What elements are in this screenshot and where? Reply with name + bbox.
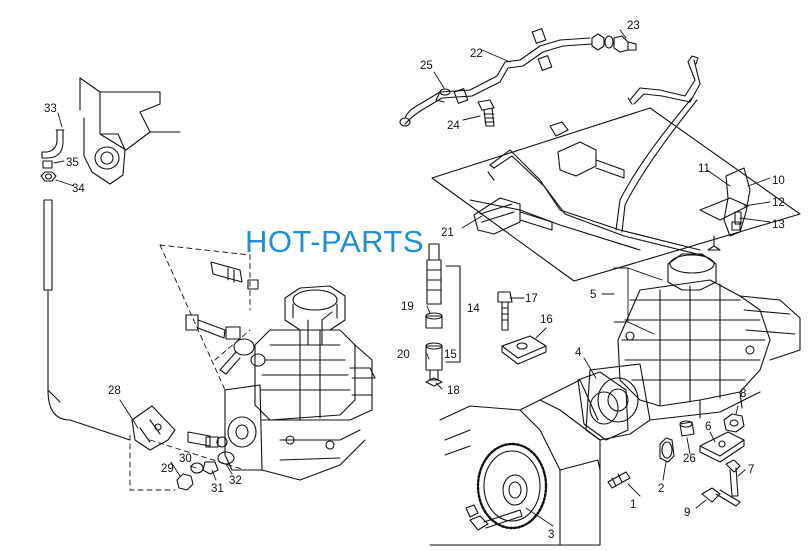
callout-9: 9 <box>684 507 690 519</box>
callout-1: 1 <box>630 499 636 511</box>
callout-33: 33 <box>44 103 57 115</box>
delivery-valve-14 <box>425 243 461 387</box>
front-housing <box>429 379 601 546</box>
clamp-upper <box>549 121 625 179</box>
fitting-26 <box>679 420 695 437</box>
bracket-10-13 <box>699 167 751 237</box>
timing-gear-3 <box>476 442 548 530</box>
callout-24: 24 <box>447 120 460 132</box>
bracket-28 <box>131 405 176 451</box>
callout-16: 16 <box>540 314 553 326</box>
callout-18: 18 <box>447 385 460 397</box>
callout-3: 3 <box>548 529 554 541</box>
bracket-6 <box>699 431 745 463</box>
callout-34: 34 <box>72 183 85 195</box>
engine-block-outline <box>79 77 181 185</box>
gear-bolt <box>465 504 523 531</box>
clip-25 <box>435 88 451 103</box>
return-hose-28 <box>43 199 131 441</box>
fitting-23 <box>591 33 637 53</box>
stud-1 <box>607 471 631 489</box>
pipes-inside-panel <box>469 149 706 257</box>
callout-19: 19 <box>401 301 414 313</box>
bolt-9 <box>701 487 741 507</box>
callout-2: 2 <box>658 483 664 495</box>
pipe-upper-right <box>615 55 701 233</box>
left-bolt-top <box>210 261 259 290</box>
callout-12: 12 <box>772 197 785 209</box>
callout-32: 32 <box>229 475 242 487</box>
washer-2 <box>659 437 675 463</box>
callout-25: 25 <box>420 60 433 72</box>
callout-21: 21 <box>441 227 454 239</box>
bolt-7 <box>725 459 741 497</box>
callout-4: 4 <box>575 347 582 359</box>
fitting-24 <box>477 99 495 127</box>
callout-11: 11 <box>698 163 710 175</box>
leader-lines <box>53 29 771 527</box>
callout-30: 30 <box>179 453 192 465</box>
injection-pipe-22 <box>399 28 593 127</box>
callout-26: 26 <box>683 453 696 465</box>
callout-15: 15 <box>444 349 457 361</box>
left-injection-pump <box>224 285 376 481</box>
gasket-4 <box>577 371 629 441</box>
left-banjo-bolt <box>185 314 266 375</box>
callout-5: 5 <box>590 289 596 301</box>
callout-23: 23 <box>627 20 640 32</box>
callout-35: 35 <box>66 157 79 169</box>
brand-watermark: HOT-PARTS <box>245 224 425 259</box>
callout-31: 31 <box>211 483 224 495</box>
callout-20: 20 <box>397 349 410 361</box>
callout-6: 6 <box>705 421 711 433</box>
callout-22: 22 <box>470 48 483 60</box>
callout-13: 13 <box>772 219 785 231</box>
drain-fitting-33 <box>41 129 65 159</box>
plate-16 <box>501 335 547 365</box>
callout-8: 8 <box>740 388 746 400</box>
clamp-panel <box>431 107 801 282</box>
callout-10: 10 <box>772 175 785 187</box>
callout-29: 29 <box>161 463 174 475</box>
callout-14: 14 <box>467 303 480 315</box>
clamp-21 <box>473 197 553 235</box>
nut-34-35 <box>40 160 57 182</box>
bolts-29-32 <box>176 431 235 491</box>
callout-17: 17 <box>525 293 538 305</box>
bolt-17 <box>497 291 513 331</box>
callout-28: 28 <box>108 385 121 397</box>
callout-7: 7 <box>748 464 754 476</box>
nut-8 <box>723 413 745 433</box>
